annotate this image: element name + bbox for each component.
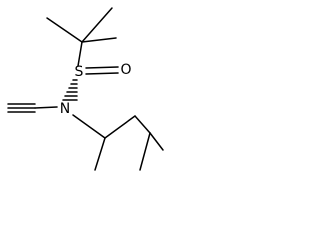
atom-label-nitrogen: N — [60, 101, 70, 117]
bond-n-alkyne — [34, 106, 58, 109]
bond-s-o-2 — [85, 72, 119, 75]
atom-label-oxygen: O — [120, 62, 131, 78]
bond-c-c-branch — [94, 137, 106, 171]
bond-tbu-s — [77, 41, 83, 67]
bond-c-c-chain — [104, 115, 136, 139]
bond-n-c — [72, 114, 106, 139]
bond-tbu-c3 — [81, 37, 117, 43]
bond-s-o-1 — [85, 66, 119, 69]
bond-chain-3 — [149, 132, 164, 151]
hashed-wedge-s-n — [62, 79, 78, 101]
bond-chain-2 — [139, 132, 151, 171]
structure-canvas: S O N — [0, 0, 166, 179]
atom-label-sulfur: S — [75, 64, 84, 80]
bond-chain-1 — [134, 115, 151, 134]
molecule-drawing: S O N — [7, 7, 164, 171]
bond-tbu-c1 — [46, 17, 83, 43]
bond-tbu-c2 — [81, 7, 113, 43]
